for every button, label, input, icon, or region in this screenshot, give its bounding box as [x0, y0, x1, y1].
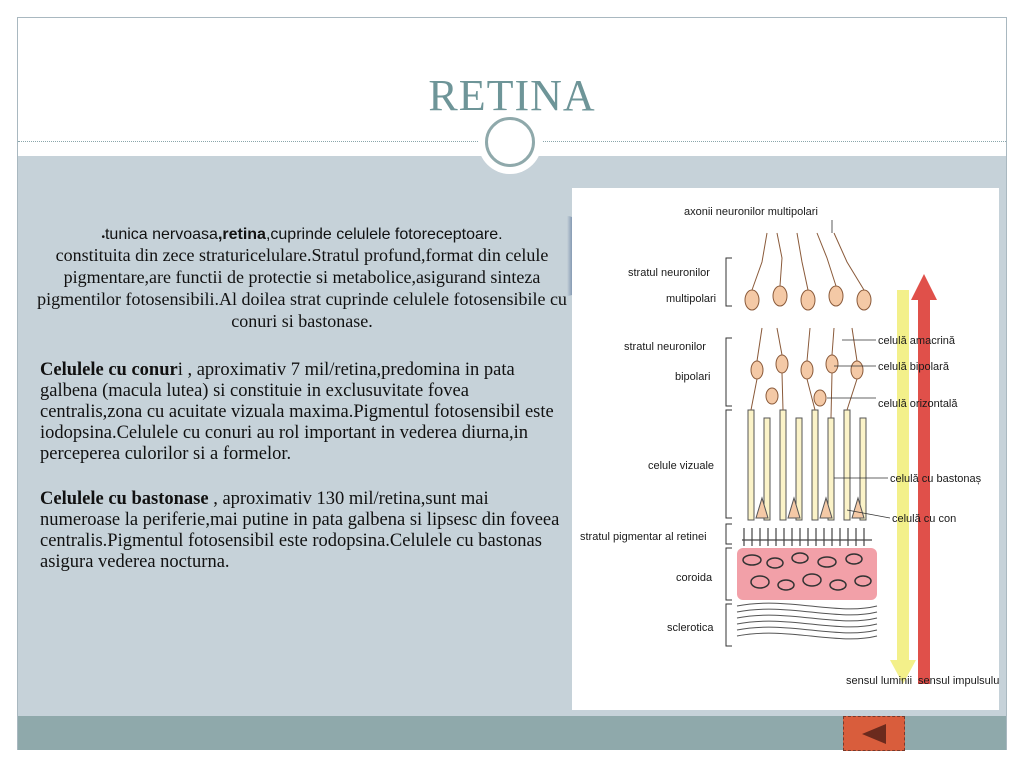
- photoreceptor-cells: [747, 409, 867, 521]
- cones-paragraph: Celulele cu conuri , aproximativ 7 mil/r…: [32, 360, 572, 465]
- choroid-vessels: [742, 552, 872, 591]
- cones-text: i , aproximativ 7 mil/retina,predomina i…: [40, 360, 554, 464]
- rods-text: , aproximativ 130 mil/retina,sunt mai nu…: [40, 489, 560, 572]
- intro-text-2: ,cuprinde celulele fotoreceptoare.: [265, 226, 503, 243]
- label-choroid: coroida: [676, 572, 713, 584]
- rods-heading: Celulele cu bastonase: [40, 489, 209, 509]
- label-sclera: sclerotica: [667, 622, 714, 634]
- leader-lines: [827, 220, 891, 519]
- bullet-icon: •: [101, 232, 105, 243]
- cone-cells: [755, 496, 865, 519]
- bipolar-neurons: [750, 354, 864, 407]
- label-multipolar-1: stratul neuronilor: [628, 267, 710, 279]
- body-text: •tunica nervoasa,retina,cuprinde celulel…: [32, 224, 572, 573]
- multipolar-neurons: [744, 285, 872, 311]
- label-bipolar-1: stratul neuronilor: [624, 341, 706, 353]
- ornament-ring-icon: [485, 117, 535, 167]
- bottom-bar: [18, 716, 1006, 750]
- retina-diagram: axonii neuronilor multipolari stratul ne…: [572, 188, 999, 710]
- intro-paragraph: •tunica nervoasa,retina,cuprinde celulel…: [32, 224, 572, 333]
- label-impulse-direction: sensul impulsului: [918, 675, 999, 687]
- neuron-links: [750, 327, 858, 419]
- light-arrow-shaft: [897, 290, 909, 660]
- label-light-direction: sensul luminii: [846, 675, 912, 687]
- triangle-left-icon: [862, 724, 886, 744]
- label-horizontal-cell: celulă orizontală: [878, 398, 958, 410]
- rods-paragraph: Celulele cu bastonase , aproximativ 130 …: [32, 489, 572, 573]
- impulse-arrow-head: [911, 274, 937, 300]
- pigment-layer: [742, 528, 872, 546]
- label-bipolar-cell: celulă bipolară: [878, 361, 950, 373]
- label-multipolar-2: multipolari: [666, 293, 716, 305]
- intro-rest: constituita din zece straturicelulare.St…: [37, 245, 567, 331]
- label-bipolar-2: bipolari: [675, 371, 710, 383]
- label-pigment-layer: stratul pigmentar al retinei: [580, 531, 707, 543]
- label-cone-cell: celulă cu con: [892, 513, 956, 525]
- back-button[interactable]: [843, 716, 905, 751]
- intro-lead: •tunica nervoasa,retina,cuprinde celulel…: [101, 226, 502, 243]
- cones-heading: Celulele cu conur: [40, 360, 178, 380]
- sclera-layer: [736, 602, 878, 640]
- layer-brackets: [725, 257, 732, 647]
- intro-bold: ,retina: [217, 226, 266, 243]
- label-amacrine: celulă amacrină: [878, 335, 956, 347]
- label-axons: axonii neuronilor multipolari: [684, 206, 818, 218]
- label-rod-cell: celulă cu bastonaș: [890, 473, 982, 485]
- label-visual-cells: celule vizuale: [648, 460, 714, 472]
- impulse-arrow-shaft: [918, 300, 930, 684]
- choroid-layer: [737, 548, 877, 600]
- axons: [751, 232, 865, 291]
- light-arrow-head: [890, 660, 916, 684]
- intro-text-1: tunica nervoasa: [104, 226, 218, 243]
- retina-diagram-svg: axonii neuronilor multipolari stratul ne…: [580, 206, 999, 687]
